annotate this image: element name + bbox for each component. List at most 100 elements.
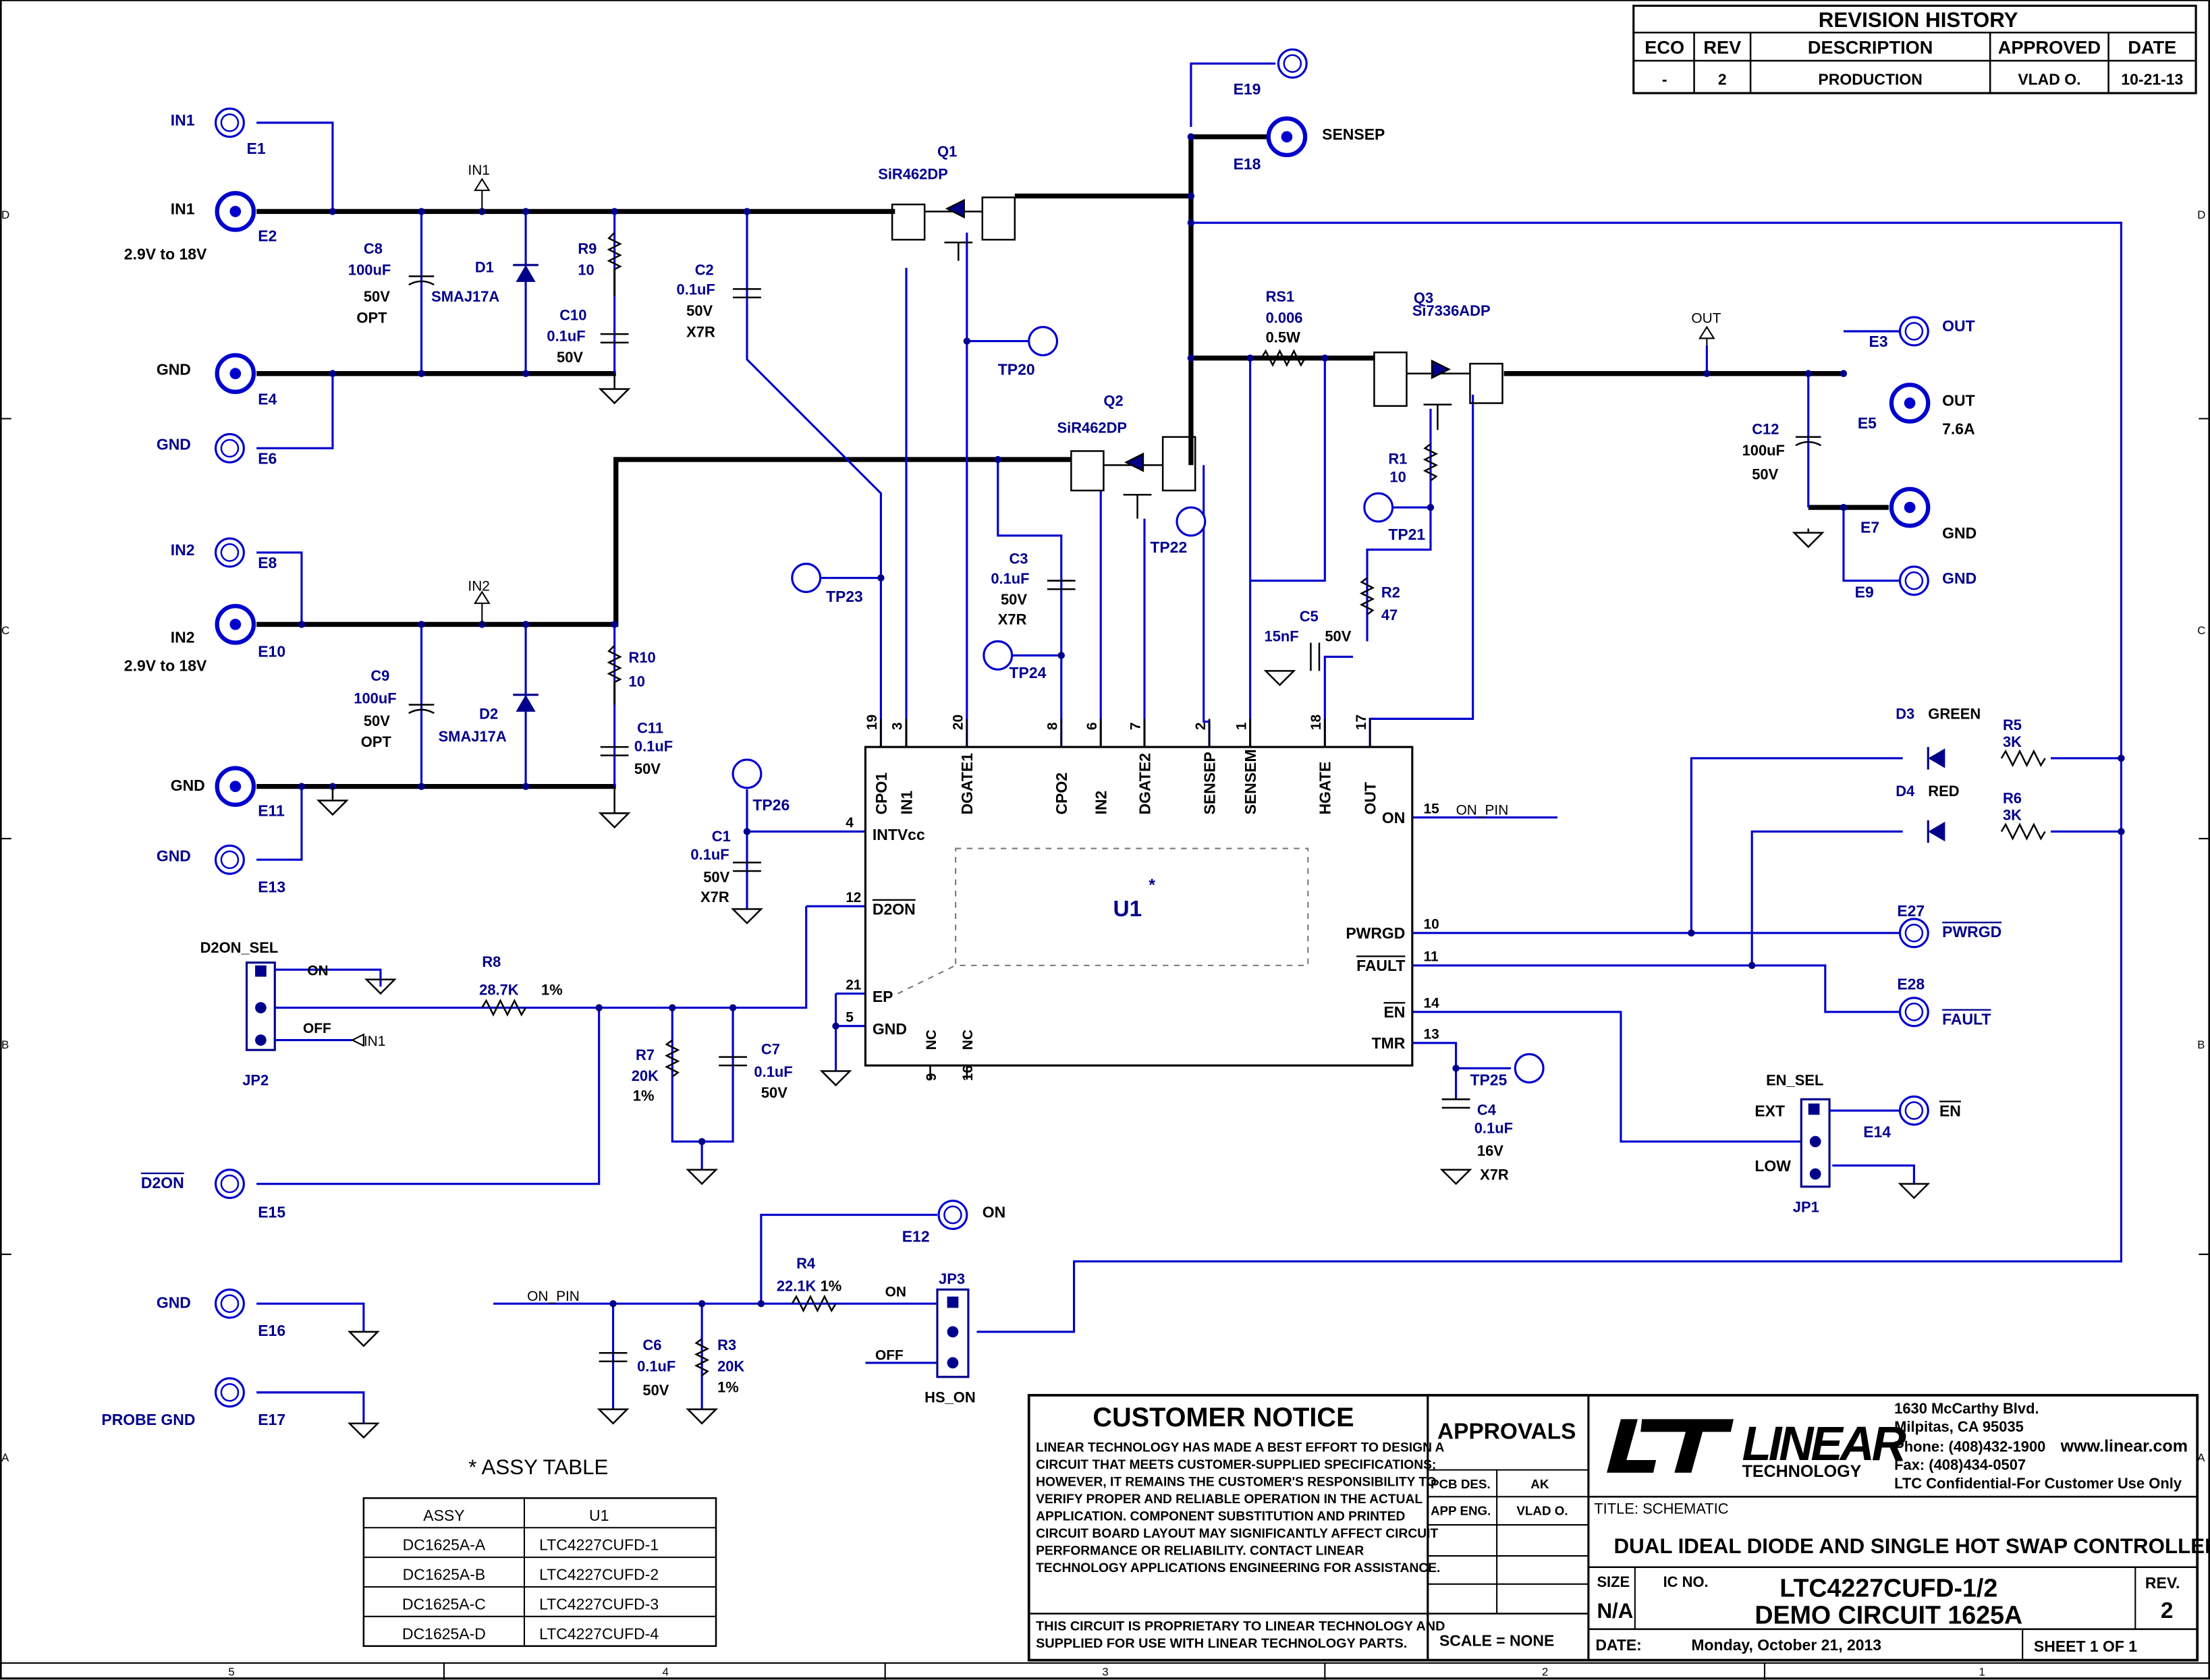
testpoint-tp23 <box>791 563 822 593</box>
terminal-e18 <box>1266 116 1308 158</box>
col-label: 3 <box>1102 1666 1108 1679</box>
ref-rs1: RS1 <box>1266 288 1295 305</box>
notice-line: VERIFY PROPER AND RELIABLE OPERATION IN … <box>1036 1492 1422 1507</box>
notice-title: CUSTOMER NOTICE <box>1093 1403 1354 1432</box>
resistors <box>481 231 2046 1376</box>
flag-in2: IN2 <box>468 578 489 594</box>
val-c4: 0.1uF <box>1474 1119 1513 1136</box>
u1-pin-number: 20 <box>951 715 966 730</box>
terminal-e28 <box>1898 997 1929 1028</box>
val-c3: 50V <box>1001 591 1027 608</box>
u1-pin-number: 16 <box>960 1065 976 1081</box>
ref-r4: R4 <box>796 1255 816 1272</box>
terminal-e14 <box>1898 1095 1929 1126</box>
ref-tp25: TP25 <box>1470 1071 1507 1088</box>
u1-pin-name: IN2 <box>1093 791 1110 815</box>
pcb-des-by: AK <box>1530 1477 1549 1491</box>
net-label-out: OUT <box>1942 317 1974 335</box>
revision-cell: - <box>1662 70 1667 88</box>
val-d2: SMAJ17A <box>439 728 507 745</box>
testpoint-tp24 <box>983 640 1014 671</box>
border-labels: 5 4 3 2 1 D C B A D C B A <box>1 208 2205 1679</box>
terminal-e27 <box>1898 918 1929 949</box>
capacitor-c2 <box>733 288 761 299</box>
size-value: N/A <box>1597 1599 1633 1623</box>
capacitor-c5 <box>1310 642 1321 671</box>
assy-cell: LTC4227CUFD-2 <box>539 1566 659 1584</box>
net-label-gnd: GND <box>157 1293 191 1311</box>
u1-pin-name: PWRGD <box>1346 924 1405 942</box>
demo-circuit: DEMO CIRCUIT 1625A <box>1755 1600 2022 1629</box>
val-c5: 15nF <box>1265 628 1299 645</box>
mosfets <box>891 196 1503 519</box>
val-c6: 50V <box>642 1382 669 1399</box>
terminal-e4 <box>215 353 256 394</box>
terminals <box>214 48 1931 1408</box>
val-rs1: 0.006 <box>1266 309 1303 326</box>
jp2-in1: IN1 <box>364 1034 386 1049</box>
ref-r6: R6 <box>2003 790 2022 807</box>
wires <box>256 62 2122 1424</box>
proprietary-line: SUPPLIED FOR USE WITH LINEAR TECHNOLOGY … <box>1036 1636 1407 1651</box>
ref-e9: E9 <box>1855 584 1874 601</box>
u1-pin-number: 12 <box>846 890 861 905</box>
ref-e10: E10 <box>258 642 285 660</box>
assy-cell: DC1625A-C <box>402 1595 486 1613</box>
testpoint-tp26 <box>731 758 763 789</box>
terminal-e16 <box>214 1288 245 1319</box>
capacitor-c4 <box>1441 1098 1470 1109</box>
terminal-e17 <box>214 1377 245 1408</box>
terminal-e19 <box>1277 48 1308 79</box>
terminal-e13 <box>214 844 245 875</box>
ref-c1: C1 <box>712 828 731 845</box>
u1-pin-name: DGATE2 <box>1136 753 1153 814</box>
ref-e7: E7 <box>1860 519 1879 536</box>
val-r9: 10 <box>578 261 594 278</box>
val-r3: 20K <box>717 1357 744 1374</box>
size-label: SIZE <box>1597 1573 1630 1590</box>
ref-e17: E17 <box>258 1411 285 1428</box>
val-c1: 0.1uF <box>690 846 729 863</box>
jumper-jp3[interactable] <box>936 1288 970 1378</box>
u1-pin-number: 2 <box>1193 722 1209 730</box>
jumper-jp1[interactable] <box>1800 1098 1831 1188</box>
resistor-r6 <box>2000 822 2046 841</box>
val-c12: 100uF <box>1742 442 1785 459</box>
revision-header: REV <box>1703 37 1741 58</box>
notice-line: TECHNOLOGY APPLICATIONS ENGINEERING FOR … <box>1036 1561 1440 1575</box>
net-label-gnd: GND <box>171 777 205 794</box>
terminal-e1 <box>214 107 245 138</box>
net-label-fault: FAULT <box>1942 1011 1991 1028</box>
val-jp3: HS_ON <box>924 1389 976 1405</box>
rev-value: 2 <box>2161 1598 2174 1623</box>
jumper-jp2[interactable] <box>245 961 276 1051</box>
ref-r7: R7 <box>636 1046 655 1063</box>
ref-e19: E19 <box>1234 80 1261 98</box>
diode-d1 <box>513 264 538 282</box>
ref-e3: E3 <box>1869 333 1888 350</box>
val-q2: SiR462DP <box>1057 419 1127 436</box>
u1-pin-name: EN <box>1383 1003 1405 1021</box>
val-c1: 50V <box>703 869 729 886</box>
component-labels: C8 100uF 50V OPT D1 SMAJ17A R9 10 C10 0.… <box>200 143 2022 1405</box>
ref-c6: C6 <box>642 1337 661 1353</box>
val-r8: 28.7K <box>479 982 519 999</box>
val-c2: X7R <box>686 323 715 340</box>
ref-e15: E15 <box>258 1204 285 1221</box>
val-r8: 1% <box>541 982 563 999</box>
col-label: 2 <box>1542 1666 1548 1679</box>
terminal-e5 <box>1889 383 1931 424</box>
net-label-probe-gnd: PROBE GND <box>101 1411 195 1428</box>
val-c9: 50V <box>364 712 390 729</box>
u1-pins: 19CPO13IN120DGATE18CPO26IN27DGATE22SENSE… <box>846 715 1439 1081</box>
val-rs1: 0.5W <box>1266 329 1300 346</box>
terminal-labels: E1 E2 E4 E6 E8 E10 E11 E13 E15 E16 E17 E… <box>247 80 1925 1428</box>
u1-pin-number: 4 <box>846 815 854 831</box>
capacitor-c7 <box>719 1056 747 1067</box>
resistor-r3 <box>694 1338 710 1376</box>
approvals-title: APPROVALS <box>1437 1420 1576 1445</box>
net-label-gnd: GND <box>157 847 191 864</box>
val-c2: 50V <box>686 302 713 319</box>
jp3-off: OFF <box>875 1348 904 1364</box>
row-label: C <box>2197 624 2205 637</box>
